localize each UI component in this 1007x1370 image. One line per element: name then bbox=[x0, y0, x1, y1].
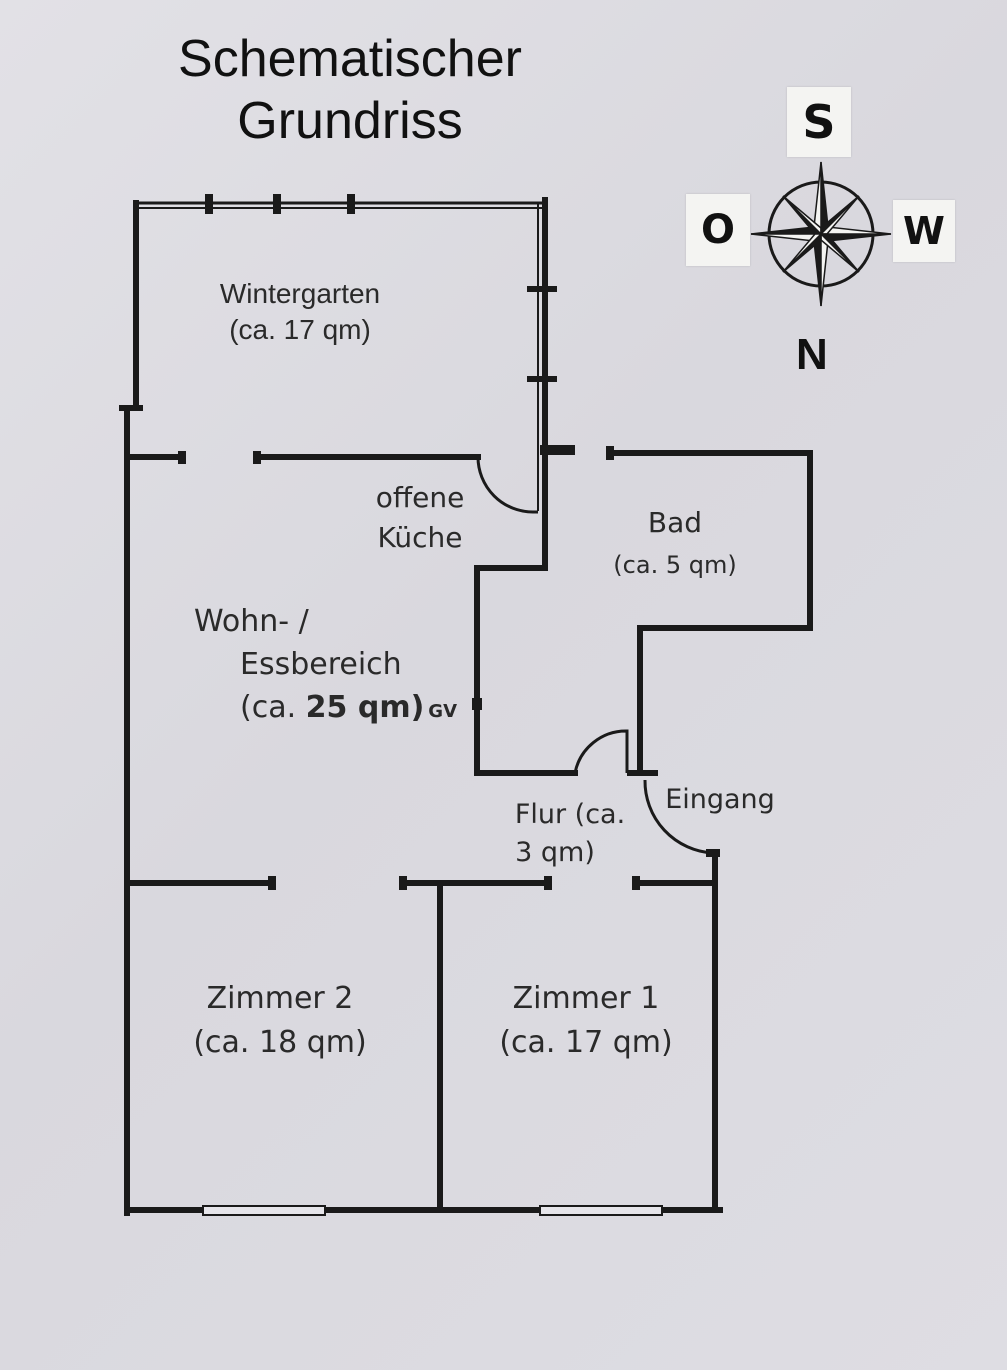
title-line-1: Schematischer bbox=[178, 30, 522, 88]
window-post bbox=[273, 194, 281, 214]
wall-end bbox=[606, 446, 614, 460]
room-kueche-line1: offene bbox=[375, 481, 465, 514]
room-eingang-name: Eingang bbox=[665, 784, 775, 815]
room-zimmer2-area: (ca. 18 qm) bbox=[193, 1025, 367, 1060]
room-wohn-line1: Wohn- / bbox=[194, 604, 309, 639]
wall-end bbox=[399, 876, 407, 890]
room-bad-name: Bad bbox=[647, 506, 703, 539]
room-wintergarten: Wintergarten (ca. 17 qm) bbox=[180, 276, 420, 348]
window-zimmer1 bbox=[539, 1205, 663, 1216]
room-bad: Bad (ca. 5 qm) bbox=[590, 502, 760, 586]
window-post bbox=[527, 376, 557, 382]
wall-end bbox=[253, 451, 261, 464]
door-swing-kueche bbox=[476, 456, 538, 514]
compass-label-right: W bbox=[893, 200, 955, 262]
room-wohn-annotation: GV bbox=[428, 701, 458, 722]
room-wohn-area-prefix: (ca. bbox=[240, 690, 306, 725]
room-flur-line1: Flur (ca. bbox=[514, 799, 626, 830]
room-flur: Flur (ca. 3 qm) bbox=[490, 796, 650, 872]
room-wintergarten-name: Wintergarten bbox=[219, 278, 381, 309]
room-zimmer1-name: Zimmer 1 bbox=[512, 981, 660, 1016]
room-zimmer1: Zimmer 1 (ca. 17 qm) bbox=[486, 977, 686, 1065]
window-post bbox=[205, 194, 213, 214]
page-title: Schematischer Grundriss bbox=[150, 28, 550, 152]
wall-end bbox=[632, 876, 640, 890]
compass-label-left: O bbox=[686, 194, 750, 266]
door-swing-eingang bbox=[643, 779, 714, 855]
room-kueche: offene Küche bbox=[350, 478, 490, 558]
room-wohn-line2: Essbereich bbox=[240, 647, 402, 682]
room-bad-area: (ca. 5 qm) bbox=[613, 551, 737, 579]
room-zimmer2-name: Zimmer 2 bbox=[206, 981, 354, 1016]
title-line-2: Grundriss bbox=[237, 92, 463, 150]
room-zimmer2: Zimmer 2 (ca. 18 qm) bbox=[180, 977, 380, 1065]
room-kueche-line2: Küche bbox=[377, 521, 463, 554]
room-zimmer1-area: (ca. 17 qm) bbox=[499, 1025, 673, 1060]
room-wohn-area-value: 25 qm) bbox=[305, 690, 425, 725]
compass-label-top: S bbox=[787, 87, 851, 157]
wall-end bbox=[178, 451, 186, 464]
window-post bbox=[347, 194, 355, 214]
compass-label-bottom: N bbox=[796, 330, 828, 379]
room-eingang: Eingang bbox=[655, 782, 785, 818]
window-post bbox=[527, 286, 557, 292]
room-wohn: Wohn- / Essbereich (ca. 25 qm)GV bbox=[180, 600, 480, 733]
room-flur-line2: 3 qm) bbox=[515, 837, 595, 868]
window-zimmer2 bbox=[202, 1205, 326, 1216]
wall-end bbox=[472, 698, 482, 710]
room-wintergarten-area: (ca. 17 qm) bbox=[229, 314, 371, 345]
door-swing-bad bbox=[573, 729, 629, 774]
wall-end bbox=[268, 876, 276, 890]
wall-end bbox=[544, 876, 552, 890]
